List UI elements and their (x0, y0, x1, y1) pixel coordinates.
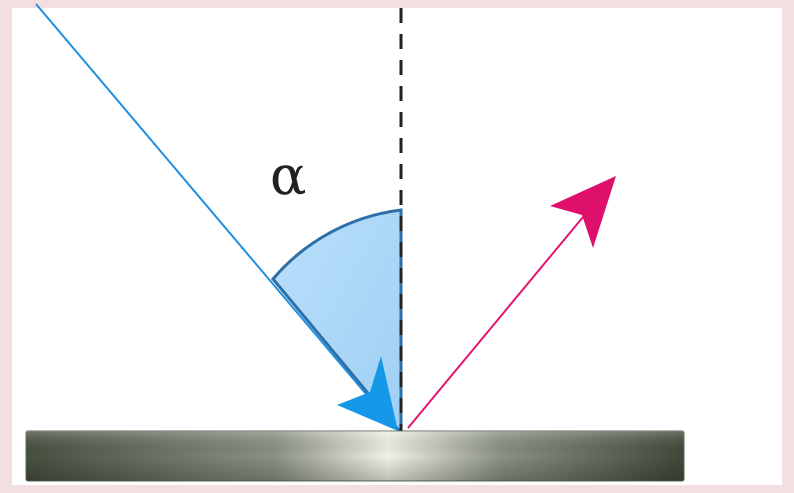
reflecting-surface-shade (26, 431, 684, 481)
angle-wedge (271, 208, 403, 438)
incident-ray (35, 3, 378, 408)
incident-arrowhead (337, 356, 398, 431)
reflected-ray (407, 204, 594, 429)
reflected-arrowhead (550, 176, 616, 248)
angle-label: α (270, 144, 306, 207)
